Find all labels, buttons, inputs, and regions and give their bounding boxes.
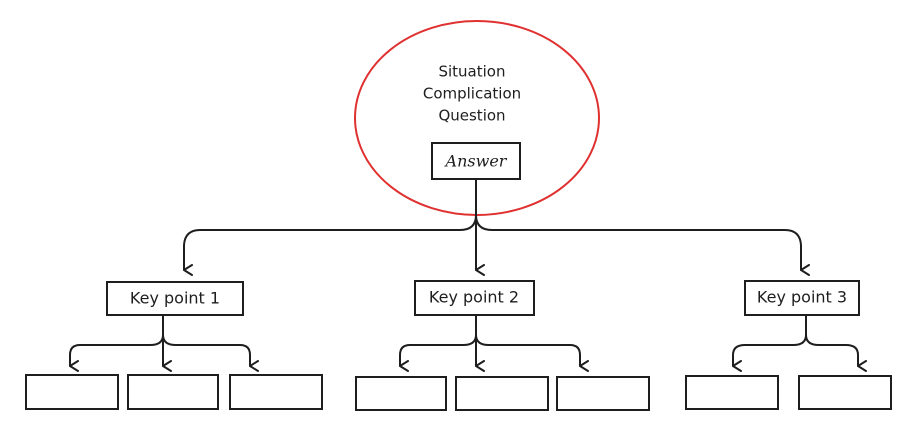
key-point-3-box [744,280,860,316]
key-point-2-label: Key point 2 [429,288,519,307]
key-point-2-box [414,280,535,316]
answer-label: Answer [444,152,508,171]
key-point-1-box [106,281,244,316]
connector-kp3-child-1 [732,314,807,372]
key-point-3-child-2 [798,375,892,410]
situation-label: Situation [438,63,505,81]
key-point-3-child-1 [685,375,779,410]
connector-kp1-child-1 [69,314,164,372]
key-point-2-child-1 [355,376,447,411]
key-point-1-child-2 [127,374,219,410]
connector-kp3-child-2 [805,334,867,372]
connector-answer-keypoint-3 [475,214,810,276]
connector-kp1-child-3 [162,334,259,372]
complication-label: Complication [423,85,521,103]
key-point-2-child-2 [455,376,549,411]
connector-kp2-child-1 [399,314,477,372]
connector-kp2-child-3 [475,334,589,372]
key-point-1-child-1 [25,374,119,410]
key-point-1-label: Key point 1 [130,289,220,308]
key-point-3-label: Key point 3 [757,288,847,307]
question-label: Question [438,107,505,125]
key-point-1-child-3 [229,374,323,410]
connector-answer-keypoint-1 [183,179,477,276]
key-point-2-child-3 [556,376,650,411]
